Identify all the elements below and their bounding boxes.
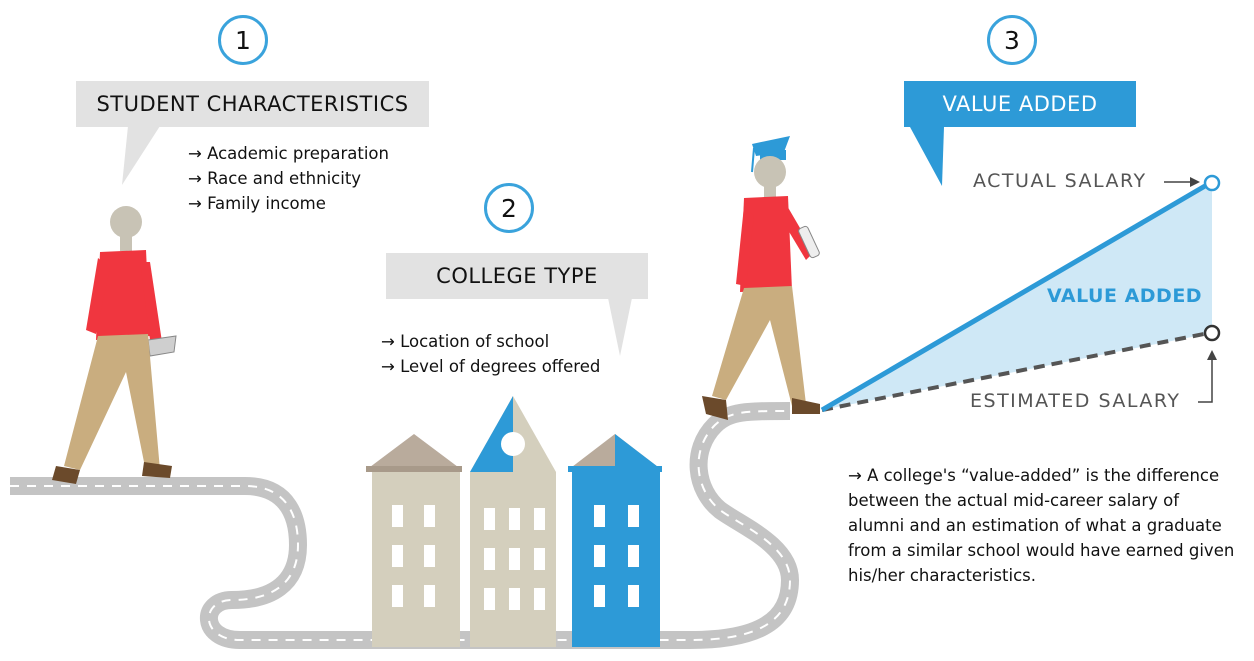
road (10, 402, 800, 649)
callout-tail-1 (122, 126, 160, 185)
estimated-salary-label: ESTIMATED SALARY (970, 390, 1181, 412)
step-1-bullets: Academic preparation Race and ethnicity … (188, 141, 389, 216)
bullet-item: Academic preparation (188, 141, 389, 166)
actual-salary-label: ACTUAL SALARY (973, 170, 1147, 192)
estimated-salary-point (1203, 324, 1221, 342)
step-3-title: VALUE ADDED (904, 81, 1136, 127)
step-1-title: STUDENT CHARACTERISTICS (76, 81, 429, 127)
step-2-number: 2 (484, 183, 534, 233)
graduate-figure (702, 136, 820, 420)
college-buildings (366, 396, 662, 647)
description-text: A college's “value-added” is the differe… (848, 466, 1235, 585)
estimated-salary-line (821, 332, 1205, 412)
step-2-title: COLLEGE TYPE (386, 253, 648, 299)
bullet-item: Location of school (381, 329, 600, 354)
value-added-graph-label: VALUE ADDED (1047, 285, 1203, 307)
actual-salary-point (1203, 174, 1221, 192)
value-added-description: → A college's “value-added” is the diffe… (848, 463, 1238, 588)
callout-tail-3 (910, 127, 944, 186)
bullet-item: Level of degrees offered (381, 354, 600, 379)
step-1-number: 1 (218, 15, 268, 65)
bullet-item: Family income (188, 191, 389, 216)
value-added-graph (820, 174, 1221, 413)
arrow-icon: → (848, 466, 868, 485)
step-2-bullets: Location of school Level of degrees offe… (381, 329, 600, 379)
student-figure-1 (52, 206, 177, 484)
step-3-number: 3 (987, 15, 1037, 65)
actual-salary-line (820, 183, 1207, 413)
callout-tail-2 (608, 298, 632, 356)
bullet-item: Race and ethnicity (188, 166, 389, 191)
